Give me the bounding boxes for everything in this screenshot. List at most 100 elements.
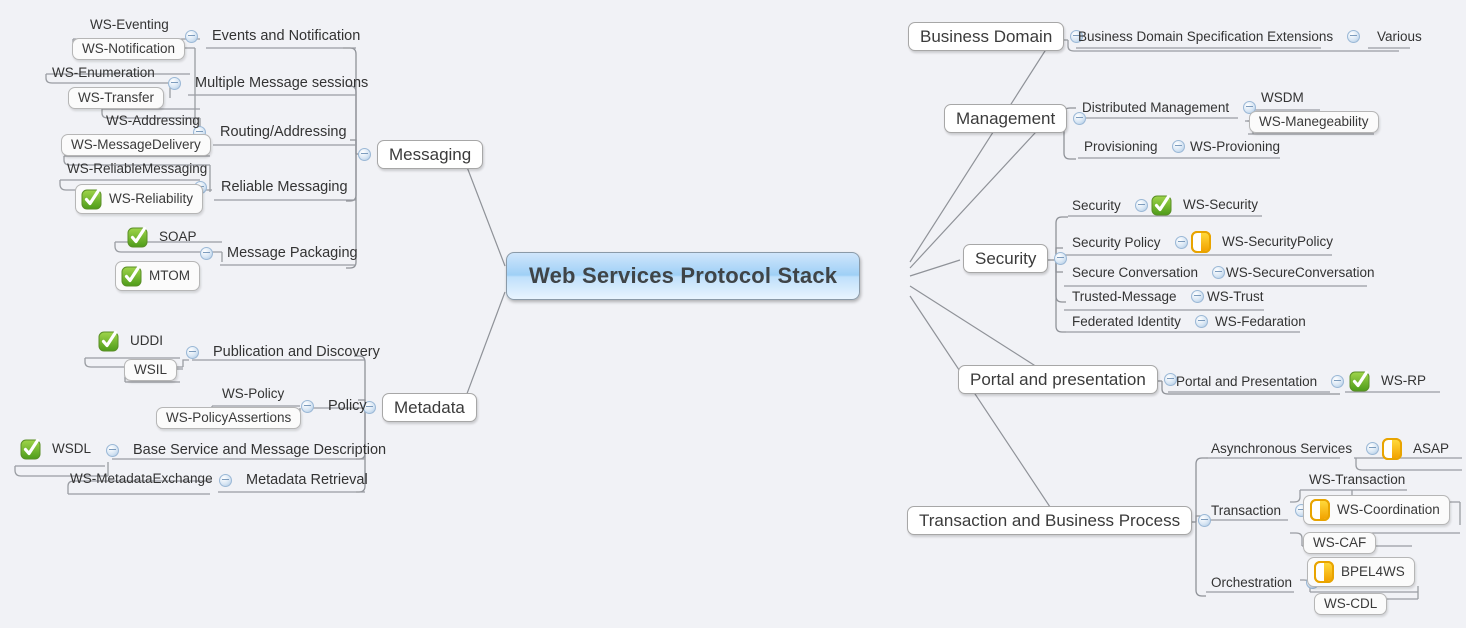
branch-business-domain[interactable]: Business Domain bbox=[908, 22, 1084, 51]
group-label: Orchestration bbox=[1211, 575, 1293, 590]
group-provisioning[interactable]: Provisioning bbox=[1080, 139, 1185, 155]
collapse-toggle-icon[interactable] bbox=[106, 443, 119, 457]
group-business-domain-specification-extensions[interactable]: Business Domain Specification Extensions bbox=[1074, 29, 1361, 45]
group-trusted-message[interactable]: Trusted-Message bbox=[1068, 289, 1204, 305]
leaf-ws-metadataexchange[interactable]: WS-MetadataExchange bbox=[66, 471, 217, 487]
leaf-wsdm[interactable]: WSDM bbox=[1257, 90, 1308, 106]
leaf-ws-fedaration[interactable]: WS-Fedaration bbox=[1211, 314, 1310, 330]
group-multiple-message-sessions[interactable]: Multiple Message sessions bbox=[168, 75, 372, 92]
leaf-various[interactable]: Various bbox=[1373, 29, 1426, 45]
leaf-ws-eventing[interactable]: WS-Eventing bbox=[86, 17, 173, 33]
leaf-ws-caf[interactable]: WS-CAF bbox=[1303, 532, 1377, 554]
leaf-ws-securitypolicy[interactable]: WS-SecurityPolicy bbox=[1188, 229, 1337, 255]
leaf-label: WSDL bbox=[52, 441, 92, 457]
leaf-ws-enumeration[interactable]: WS-Enumeration bbox=[48, 65, 159, 81]
collapse-toggle-icon[interactable] bbox=[1366, 442, 1380, 456]
collapse-toggle-icon[interactable] bbox=[1194, 315, 1208, 329]
leaf-ws-rp[interactable]: WS-RP bbox=[1347, 368, 1430, 394]
green-check-icon bbox=[79, 186, 105, 212]
group-transaction[interactable]: Transaction bbox=[1207, 503, 1309, 519]
leaf-ws-transfer[interactable]: WS-Transfer bbox=[68, 87, 165, 109]
leaf-uddi[interactable]: UDDI bbox=[96, 328, 167, 354]
leaf-ws-reliablemessaging[interactable]: WS-ReliableMessaging bbox=[63, 161, 211, 177]
group-policy[interactable]: Policy bbox=[301, 398, 371, 415]
collapse-toggle-icon[interactable] bbox=[1190, 290, 1204, 304]
leaf-label: WS-Eventing bbox=[90, 17, 169, 32]
group-orchestration[interactable]: Orchestration bbox=[1207, 575, 1320, 591]
collapse-toggle-icon[interactable] bbox=[1073, 112, 1087, 125]
root-node[interactable]: Web Services Protocol Stack bbox=[506, 252, 861, 300]
group-security-policy[interactable]: Security Policy bbox=[1068, 235, 1188, 251]
group-publication-and-discovery[interactable]: Publication and Discovery bbox=[186, 344, 384, 361]
branch-management[interactable]: Management bbox=[944, 104, 1087, 133]
green-check-icon bbox=[18, 436, 44, 462]
leaf-ws-secureconversation[interactable]: WS-SecureConversation bbox=[1222, 265, 1379, 281]
leaf-ws-cdl[interactable]: WS-CDL bbox=[1314, 593, 1388, 615]
branch-label: Transaction and Business Process bbox=[907, 506, 1193, 535]
group-asynchronous-services[interactable]: Asynchronous Services bbox=[1207, 441, 1380, 457]
group-label: Events and Notification bbox=[212, 28, 361, 44]
collapse-toggle-icon[interactable] bbox=[1212, 266, 1226, 280]
leaf-ws-notification[interactable]: WS-Notification bbox=[72, 38, 186, 60]
leaf-label: WSDM bbox=[1261, 90, 1304, 105]
leaf-ws-policy[interactable]: WS-Policy bbox=[218, 386, 288, 402]
branch-metadata[interactable]: Metadata bbox=[363, 393, 477, 422]
green-check-icon bbox=[125, 224, 151, 250]
group-label: Provisioning bbox=[1084, 139, 1158, 154]
collapse-toggle-icon[interactable] bbox=[219, 473, 232, 487]
leaf-ws-provioning[interactable]: WS-Provioning bbox=[1186, 139, 1284, 155]
leaf-ws-security[interactable]: WS-Security bbox=[1149, 192, 1262, 218]
group-base-service-and-message-description[interactable]: Base Service and Message Description bbox=[106, 442, 390, 459]
leaf-label: WS-Fedaration bbox=[1215, 314, 1306, 329]
leaf-wsdl[interactable]: WSDL bbox=[18, 436, 95, 462]
collapse-toggle-icon[interactable] bbox=[168, 76, 181, 90]
leaf-soap[interactable]: SOAP bbox=[125, 224, 201, 250]
leaf-ws-messagedelivery[interactable]: WS-MessageDelivery bbox=[61, 134, 211, 156]
collapse-toggle-icon[interactable] bbox=[1070, 30, 1084, 43]
group-metadata-retrieval[interactable]: Metadata Retrieval bbox=[219, 472, 372, 489]
collapse-toggle-icon[interactable] bbox=[301, 399, 314, 413]
collapse-toggle-icon[interactable] bbox=[200, 246, 213, 260]
group-secure-conversation[interactable]: Secure Conversation bbox=[1068, 265, 1226, 281]
leaf-asap[interactable]: ASAP bbox=[1379, 436, 1453, 462]
collapse-toggle-icon[interactable] bbox=[1171, 140, 1185, 154]
group-security[interactable]: Security bbox=[1068, 198, 1148, 214]
group-events-and-notification[interactable]: Events and Notification bbox=[185, 28, 364, 45]
leaf-label: WS-Policy bbox=[222, 386, 285, 401]
collapse-toggle-icon[interactable] bbox=[1198, 514, 1212, 527]
leaf-ws-coordination[interactable]: WS-Coordination bbox=[1303, 495, 1450, 525]
collapse-toggle-icon[interactable] bbox=[1331, 375, 1345, 389]
collapse-toggle-icon[interactable] bbox=[1174, 236, 1188, 250]
leaf-bpel4ws[interactable]: BPEL4WS bbox=[1307, 557, 1415, 587]
group-portal-and-presentation[interactable]: Portal and Presentation bbox=[1172, 374, 1345, 390]
branch-transaction[interactable]: Transaction and Business Process bbox=[907, 506, 1212, 535]
group-message-packaging[interactable]: Message Packaging bbox=[200, 245, 362, 262]
branch-security[interactable]: Security bbox=[963, 244, 1068, 273]
branch-portal[interactable]: Portal and presentation bbox=[958, 365, 1177, 394]
collapse-toggle-icon[interactable] bbox=[185, 29, 198, 43]
collapse-toggle-icon[interactable] bbox=[1163, 373, 1177, 386]
branch-messaging[interactable]: Messaging bbox=[358, 140, 484, 169]
leaf-label: WS-CDL bbox=[1314, 593, 1388, 615]
leaf-label: WS-MetadataExchange bbox=[70, 471, 213, 486]
collapse-toggle-icon[interactable] bbox=[186, 345, 199, 359]
group-routing-addressing[interactable]: Routing/Addressing bbox=[193, 124, 351, 141]
collapse-toggle-icon[interactable] bbox=[363, 401, 376, 414]
leaf-ws-trust[interactable]: WS-Trust bbox=[1203, 289, 1268, 305]
leaf-ws-transaction[interactable]: WS-Transaction bbox=[1305, 472, 1409, 488]
leaf-ws-reliability[interactable]: WS-Reliability bbox=[75, 184, 204, 214]
group-distributed-management[interactable]: Distributed Management bbox=[1078, 100, 1257, 116]
collapse-toggle-icon[interactable] bbox=[358, 148, 371, 161]
leaf-ws-policyassertions[interactable]: WS-PolicyAssertions bbox=[156, 407, 302, 429]
collapse-toggle-icon[interactable] bbox=[1054, 252, 1068, 265]
leaf-ws-addressing[interactable]: WS-Addressing bbox=[102, 113, 204, 129]
group-federated-identity[interactable]: Federated Identity bbox=[1068, 314, 1208, 330]
leaf-ws-manegeability[interactable]: WS-Manegeability bbox=[1249, 111, 1379, 133]
collapse-toggle-icon[interactable] bbox=[1347, 30, 1361, 44]
collapse-toggle-icon[interactable] bbox=[1134, 199, 1148, 213]
leaf-label: WS-CAF bbox=[1303, 532, 1377, 554]
group-reliable-messaging[interactable]: Reliable Messaging bbox=[194, 179, 352, 196]
leaf-wsil[interactable]: WSIL bbox=[124, 359, 178, 381]
leaf-mtom[interactable]: MTOM bbox=[115, 261, 200, 291]
leaf-label: WS-Transfer bbox=[68, 87, 165, 109]
